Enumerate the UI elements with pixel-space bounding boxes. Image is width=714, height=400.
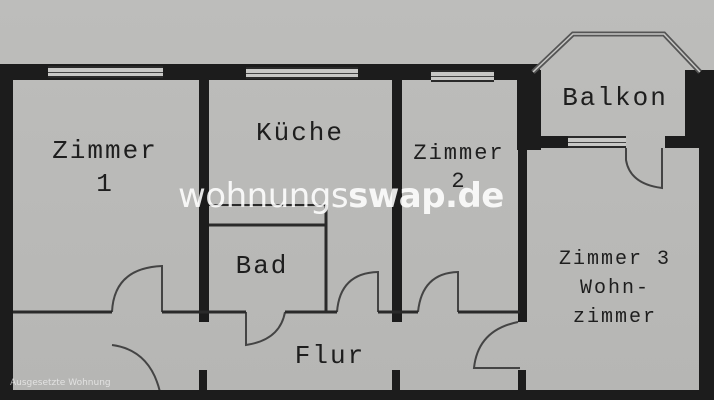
room-label-kueche: Küche	[255, 118, 344, 148]
watermark-logo: wohnungsswap.de	[178, 176, 504, 216]
room-label-zimmer-1: Zimmer 1	[52, 136, 158, 199]
room-label-bad: Bad	[235, 251, 289, 281]
image-caption: Ausgesetzte Wohnung	[10, 378, 111, 388]
room-label-flur: Flur	[294, 341, 366, 371]
wall	[665, 136, 705, 148]
room-label-zimmer-3: Zimmer 3 Wohn- zimmer	[558, 248, 671, 329]
wall	[392, 76, 402, 322]
room-label-balkon: Balkon	[562, 83, 668, 113]
wall	[199, 76, 209, 322]
room-label-zimmer-2: Zimmer 2	[413, 141, 505, 194]
wall-right	[699, 140, 714, 400]
wall	[530, 136, 570, 148]
window	[48, 66, 163, 78]
window	[431, 70, 494, 82]
wall-top-right	[685, 70, 714, 148]
wall-left	[0, 64, 13, 400]
window	[246, 67, 358, 79]
window	[568, 136, 626, 148]
wall	[518, 140, 527, 322]
